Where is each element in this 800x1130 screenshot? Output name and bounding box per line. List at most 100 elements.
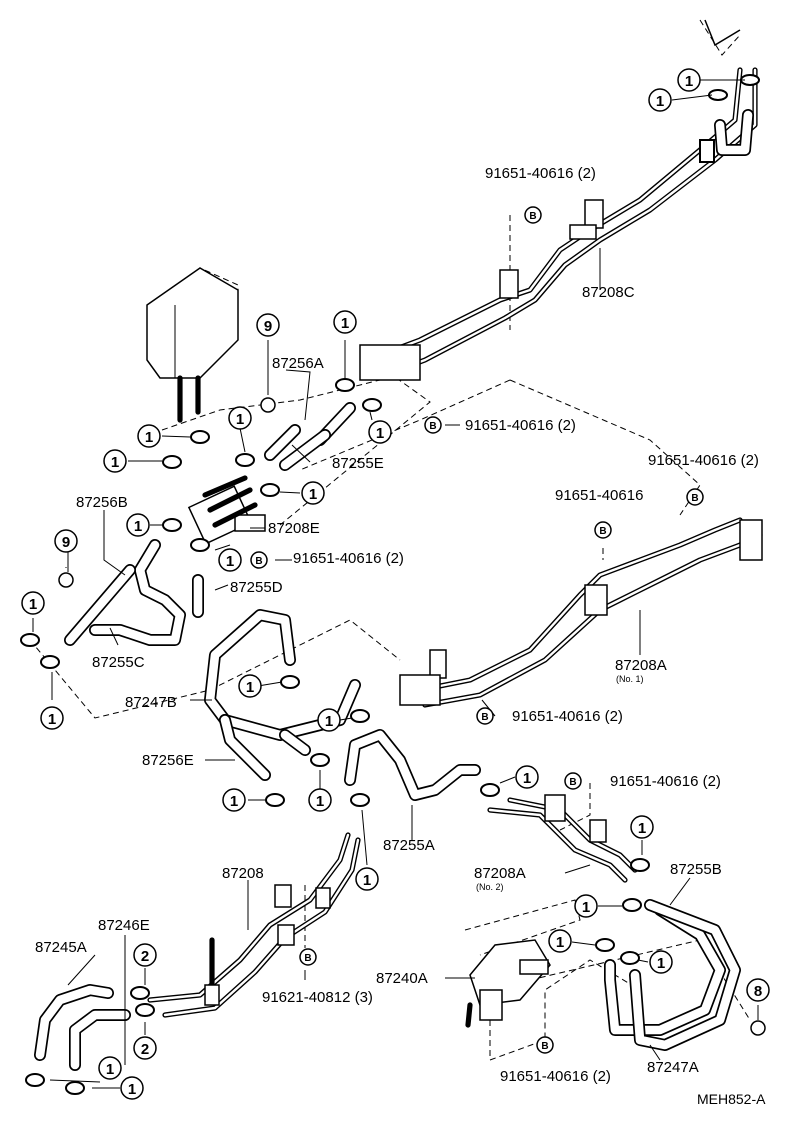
callout-1: 1 bbox=[21, 591, 45, 615]
part-label-87240A: 87240A bbox=[376, 970, 428, 987]
callout-1: 1 bbox=[630, 815, 654, 839]
pipe-87208C bbox=[359, 67, 758, 381]
callout-1: 1 bbox=[98, 1056, 122, 1080]
bolt-label: 91621-40812 (3) bbox=[262, 989, 373, 1006]
bolt-label: 91651-40616 (2) bbox=[465, 417, 576, 434]
callout-1: 1 bbox=[40, 706, 64, 730]
bolt-label: 91651-40616 bbox=[555, 487, 643, 504]
svg-text:1: 1 bbox=[523, 770, 531, 787]
svg-text:B: B bbox=[429, 421, 436, 432]
svg-text:B: B bbox=[481, 712, 488, 723]
bolt-label: 91651-40616 (2) bbox=[648, 452, 759, 469]
callout-9: 9 bbox=[256, 313, 280, 337]
svg-text:8: 8 bbox=[754, 983, 762, 1000]
part-label-87247B: 87247B bbox=[125, 694, 177, 711]
part-label-87256B: 87256B bbox=[76, 494, 128, 511]
callout-1: 1 bbox=[648, 88, 672, 112]
part-number-labels: 87208C 87256A 87255E 87256B 87208E 87255… bbox=[35, 284, 722, 1076]
svg-text:1: 1 bbox=[226, 553, 234, 570]
svg-text:B: B bbox=[529, 211, 536, 222]
svg-text:1: 1 bbox=[309, 486, 317, 503]
hose-clamps bbox=[20, 74, 760, 1095]
svg-text:B: B bbox=[304, 953, 311, 964]
svg-text:2: 2 bbox=[141, 948, 149, 965]
svg-text:1: 1 bbox=[656, 93, 664, 110]
bolt-number-labels: 91651-40616 (2) 91651-40616 (2) 91651-40… bbox=[262, 165, 759, 1085]
part-label-87256A: 87256A bbox=[272, 355, 324, 372]
part-label-87208C: 87208C bbox=[582, 284, 635, 301]
callout-9: 9 bbox=[54, 529, 78, 553]
callout-circles: 1 1 9 1 1 1 1 1 1 1 1 9 1 1 1 1 1 1 1 1 … bbox=[21, 68, 770, 1100]
assembly-guides bbox=[29, 19, 751, 1061]
part-label-87255B: 87255B bbox=[670, 861, 722, 878]
part-label-87208E: 87208E bbox=[268, 520, 320, 537]
callout-1: 1 bbox=[137, 424, 161, 448]
callout-1: 1 bbox=[333, 310, 357, 334]
fitting-87208E bbox=[187, 475, 266, 545]
svg-text:B: B bbox=[541, 1041, 548, 1052]
part-label-87256E: 87256E bbox=[142, 752, 194, 769]
callout-1: 1 bbox=[368, 420, 392, 444]
bolt-marker: B bbox=[594, 521, 612, 539]
bolt-marker: B bbox=[524, 206, 542, 224]
svg-text:1: 1 bbox=[638, 820, 646, 837]
svg-text:1: 1 bbox=[657, 955, 665, 972]
callout-1: 1 bbox=[222, 788, 246, 812]
callout-1: 1 bbox=[301, 481, 325, 505]
pipe-87208 bbox=[147, 832, 361, 1018]
svg-text:B: B bbox=[691, 493, 698, 504]
svg-text:B: B bbox=[599, 526, 606, 537]
part-label-87208: 87208 bbox=[222, 865, 264, 882]
hoses bbox=[34, 109, 754, 1071]
svg-text:1: 1 bbox=[145, 429, 153, 446]
callout-1: 1 bbox=[355, 867, 379, 891]
svg-text:1: 1 bbox=[106, 1061, 114, 1078]
callout-1: 1 bbox=[649, 950, 673, 974]
part-label-87208A-no2: 87208A bbox=[474, 865, 526, 882]
bolt-marker: B bbox=[424, 416, 442, 434]
callout-1: 1 bbox=[228, 406, 252, 430]
svg-text:1: 1 bbox=[341, 315, 349, 332]
svg-text:B: B bbox=[255, 556, 262, 567]
svg-text:1: 1 bbox=[236, 411, 244, 428]
part-label-87208A-no1: 87208A bbox=[615, 657, 667, 674]
part-sublabel-87208A-no2: (No. 2) bbox=[476, 882, 504, 892]
svg-text:1: 1 bbox=[111, 454, 119, 471]
diagram-code: MEH852-A bbox=[697, 1091, 766, 1107]
part-label-87245A: 87245A bbox=[35, 939, 87, 956]
part-sublabel-87208A-no1: (No. 1) bbox=[616, 674, 644, 684]
pipe-87208A-no2 bbox=[487, 794, 638, 883]
svg-text:1: 1 bbox=[325, 713, 333, 730]
bolt-marker: B bbox=[686, 488, 704, 506]
callout-1: 1 bbox=[308, 788, 332, 812]
leader-lines bbox=[32, 79, 759, 1089]
part-label-87255A: 87255A bbox=[383, 837, 435, 854]
callout-1: 1 bbox=[515, 765, 539, 789]
svg-text:1: 1 bbox=[29, 596, 37, 613]
part-label-87255C: 87255C bbox=[92, 654, 145, 671]
pipe-87208A-no1 bbox=[399, 517, 763, 708]
callout-8: 8 bbox=[746, 978, 770, 1002]
svg-text:1: 1 bbox=[230, 793, 238, 810]
valve-87240A bbox=[465, 939, 551, 1028]
svg-text:1: 1 bbox=[556, 934, 564, 951]
callout-1: 1 bbox=[238, 674, 262, 698]
bolt-markers: B B B B B B B B B bbox=[250, 206, 704, 1054]
callout-1: 1 bbox=[548, 929, 572, 953]
part-label-87255D: 87255D bbox=[230, 579, 283, 596]
bolt-label: 91651-40616 (2) bbox=[512, 708, 623, 725]
svg-text:9: 9 bbox=[264, 318, 272, 335]
bolt-marker: B bbox=[536, 1036, 554, 1054]
bolt-marker: B bbox=[564, 772, 582, 790]
bolt-label: 91651-40616 (2) bbox=[500, 1068, 611, 1085]
callout-1: 1 bbox=[317, 708, 341, 732]
bolt-marker: B bbox=[299, 948, 317, 966]
rubber-plugs bbox=[58, 397, 766, 1036]
svg-text:1: 1 bbox=[582, 899, 590, 916]
bolt-label: 91651-40616 (2) bbox=[610, 773, 721, 790]
svg-text:1: 1 bbox=[316, 793, 324, 810]
bolt-label: 91651-40616 (2) bbox=[485, 165, 596, 182]
bolt-label: 91651-40616 (2) bbox=[293, 550, 404, 567]
callout-1: 1 bbox=[218, 548, 242, 572]
